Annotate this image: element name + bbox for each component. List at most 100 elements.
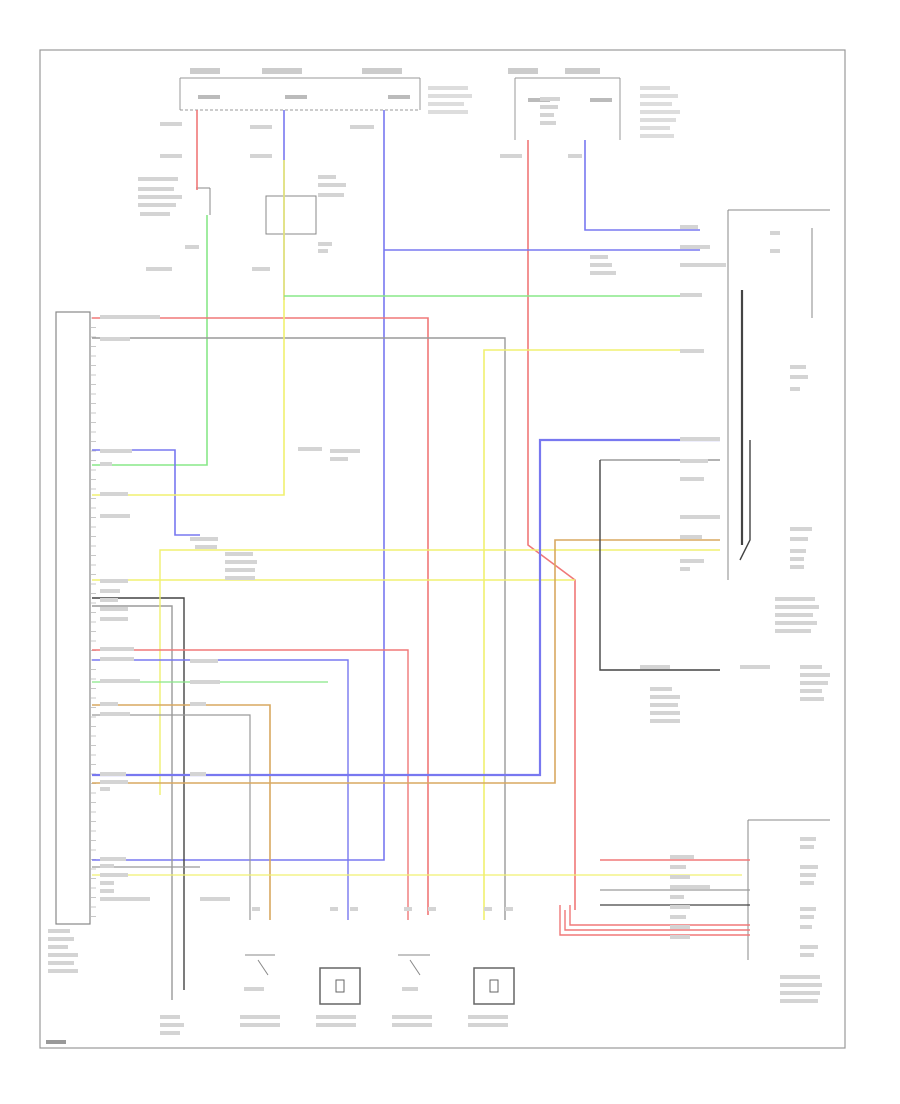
illegible-label: [100, 712, 130, 716]
illegible-label: [392, 1023, 432, 1027]
illegible-label: [100, 647, 134, 651]
wheel-sensor-front-right: [319, 967, 361, 1005]
illegible-label: [100, 897, 150, 901]
illegible-label: [100, 607, 128, 611]
illegible-label: [790, 549, 806, 553]
wire-red-pin1: [92, 317, 429, 915]
illegible-label: [138, 203, 176, 207]
illegible-label: [190, 702, 206, 706]
illegible-label: [670, 855, 694, 859]
illegible-label: [402, 987, 418, 991]
illegible-label: [468, 1023, 508, 1027]
illegible-label: [100, 780, 128, 784]
illegible-label: [800, 945, 818, 949]
wire-green-switch: [92, 215, 208, 466]
wire-red-r4: [569, 905, 750, 926]
illegible-label: [740, 665, 770, 669]
illegible-label: [195, 545, 217, 549]
illegible-label: [800, 907, 816, 911]
relay-box: [265, 195, 317, 235]
illegible-label: [800, 673, 830, 677]
illegible-label: [100, 864, 114, 868]
illegible-label: [225, 576, 255, 580]
illegible-label: [590, 255, 608, 259]
illegible-label: [298, 447, 322, 451]
illegible-label: [250, 154, 272, 158]
illegible-label: [590, 263, 612, 267]
illegible-label: [240, 1015, 280, 1019]
illegible-label: [160, 122, 182, 126]
illegible-label: [100, 679, 140, 683]
brake-switch: [196, 187, 211, 215]
illegible-label: [800, 873, 816, 877]
wheel-sensor-front-left: [245, 954, 275, 976]
illegible-label: [800, 665, 822, 669]
illegible-label: [790, 537, 808, 541]
illegible-label: [680, 225, 698, 229]
illegible-label: [100, 657, 134, 661]
illegible-label: [650, 687, 672, 691]
illegible-label: [160, 1023, 184, 1027]
illegible-label: [800, 953, 814, 957]
wire-blue-fr: [92, 659, 349, 920]
illegible-label: [240, 1023, 280, 1027]
wire-red-r3: [564, 910, 750, 931]
illegible-label: [160, 154, 182, 158]
illegible-label: [680, 559, 704, 563]
illegible-label: [225, 560, 257, 564]
illegible-label: [800, 865, 818, 869]
illegible-label: [428, 907, 436, 911]
illegible-label: [316, 1023, 356, 1027]
illegible-label: [800, 915, 814, 919]
illegible-label: [680, 263, 726, 267]
label-blocks: [48, 97, 830, 1035]
illegible-label: [140, 212, 170, 216]
illegible-label: [680, 437, 720, 441]
illegible-label: [350, 907, 358, 911]
illegible-label: [48, 969, 78, 973]
illegible-label: [100, 492, 128, 496]
illegible-label: [392, 1015, 432, 1019]
control-module-pins: [90, 317, 96, 917]
illegible-label: [775, 605, 819, 609]
illegible-label: [540, 113, 554, 117]
illegible-label: [780, 999, 818, 1003]
illegible-label: [540, 121, 556, 125]
illegible-label: [48, 929, 70, 933]
diagram-frame: [39, 49, 846, 1049]
wire-gray-fl: [92, 714, 251, 920]
illegible-label: [780, 983, 822, 987]
illegible-label: [100, 449, 132, 453]
illegible-label: [775, 621, 817, 625]
illegible-label: [540, 105, 558, 109]
illegible-label: [505, 907, 513, 911]
wire-blue-right: [584, 140, 700, 231]
illegible-label: [790, 527, 812, 531]
illegible-label: [780, 991, 820, 995]
wire-red-main: [527, 140, 576, 910]
illegible-label: [100, 598, 118, 602]
illegible-label: [160, 1031, 180, 1035]
illegible-label: [800, 837, 816, 841]
illegible-label: [185, 245, 199, 249]
illegible-label: [650, 711, 680, 715]
illegible-label: [590, 271, 616, 275]
illegible-label: [350, 125, 374, 129]
wire-gray-sensor: [92, 605, 173, 1000]
illegible-label: [100, 857, 126, 861]
switch-panel-top: [727, 209, 830, 580]
illegible-label: [190, 680, 220, 684]
illegible-label: [138, 187, 174, 191]
illegible-label: [100, 881, 114, 885]
illegible-label: [670, 875, 690, 879]
illegible-label: [670, 925, 690, 929]
illegible-label: [650, 703, 678, 707]
illegible-label: [540, 97, 560, 101]
illegible-label: [680, 459, 708, 463]
illegible-label: [640, 665, 670, 669]
wire-yellow-right: [483, 349, 700, 920]
illegible-label: [468, 1015, 508, 1019]
wire-gray-pin2: [92, 337, 506, 920]
illegible-label: [48, 953, 78, 957]
